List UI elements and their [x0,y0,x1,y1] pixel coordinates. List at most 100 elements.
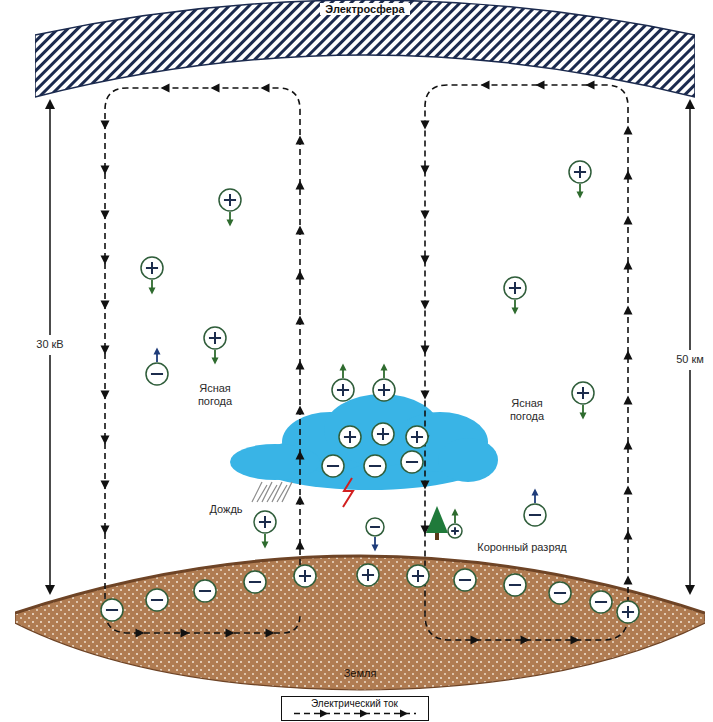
current-loops [101,81,633,645]
positive-ion [372,423,394,445]
positive-ion [219,189,241,227]
arrowhead [45,99,55,109]
negative-ion [504,574,526,596]
arrowhead [421,121,430,130]
ion-sign [514,282,516,294]
negative-ion [366,518,384,552]
positive-ion [254,511,276,549]
negative-ion [146,348,168,386]
ion-circle [254,511,276,533]
arrowhead [101,166,110,175]
ion-sign [595,601,607,603]
arrowhead [45,585,55,595]
ion-circle [401,451,423,473]
arrowhead [586,81,595,90]
negative-ion [194,580,216,602]
ion-circle [504,277,526,299]
ion-circle [357,564,379,586]
ion-sign [370,526,380,528]
arrowhead [296,541,305,550]
dimension-line [689,104,691,590]
ion-sign [416,431,418,443]
current-loop [425,85,628,640]
legend-swatch [290,709,420,718]
ion-circle [569,161,591,183]
arrowhead [624,306,633,315]
arrowhead [227,220,234,227]
negative-ion [590,591,612,613]
positive-ion [204,327,226,365]
arrowhead [266,629,275,638]
ion-circle [372,423,394,445]
arrowhead [212,358,219,365]
ion-sign [304,570,306,582]
rain-streak [257,485,267,502]
arrowhead [154,348,161,355]
lightning [343,478,353,507]
arrowhead [136,629,145,638]
arrowhead [421,391,430,400]
arrowhead [624,261,633,270]
thundercloud [230,394,498,490]
arrowhead [101,481,110,490]
ion-circle [332,379,354,401]
ion-circle [244,571,266,593]
ion-sign [579,166,581,178]
tree [426,506,448,533]
arrowhead [320,710,328,718]
arrowhead [372,545,379,552]
ion-sign [264,516,266,528]
rain-streak [282,482,292,502]
ion-circle [407,565,429,587]
arrowhead [421,346,430,355]
legend-text: Электрический ток [311,698,398,709]
arrowhead [481,81,490,90]
weather-label: Ясная погода [198,382,232,408]
arrowhead [471,636,480,645]
tree-trunk [435,532,439,540]
ion-sign [627,606,629,618]
dimension-label: 50 км [674,350,706,369]
arrowhead [532,489,539,496]
arrowhead [261,84,270,93]
positive-ion [294,565,316,587]
positive-ion [504,277,526,315]
ion-circle [572,382,594,404]
arrowhead [181,629,190,638]
positive-ion [572,382,594,420]
ion-sign [214,332,216,344]
ions [101,161,639,623]
current-loop [105,88,300,633]
ion-sign [367,569,369,581]
arrowhead [296,361,305,370]
ion-circle [219,189,241,211]
arrowhead [571,636,580,645]
arrowhead [226,629,235,638]
ion-sign [459,579,471,581]
rain-streak [252,482,262,502]
arrowhead [340,364,347,371]
negative-ion [524,489,546,527]
ion-circle [524,504,546,526]
arrowhead [149,288,156,295]
arrowhead [101,346,110,355]
arrowhead [421,211,430,220]
legend-box: Электрический ток [281,696,429,721]
negative-ion [322,455,344,477]
positive-ion [448,509,462,539]
arrowhead [624,216,633,225]
arrowhead [211,84,220,93]
ion-circle [504,574,526,596]
ion-circle [366,518,384,536]
phenomenon-label: Коронный разряд [477,541,567,554]
arrowhead [536,81,545,90]
ion-sign [151,373,163,375]
positive-ion [406,426,428,448]
negative-ion [146,589,168,611]
positive-ion [617,601,639,623]
ion-circle [549,582,571,604]
arrowhead [577,192,584,199]
ion-sign [554,592,566,594]
arrowhead [101,526,110,535]
